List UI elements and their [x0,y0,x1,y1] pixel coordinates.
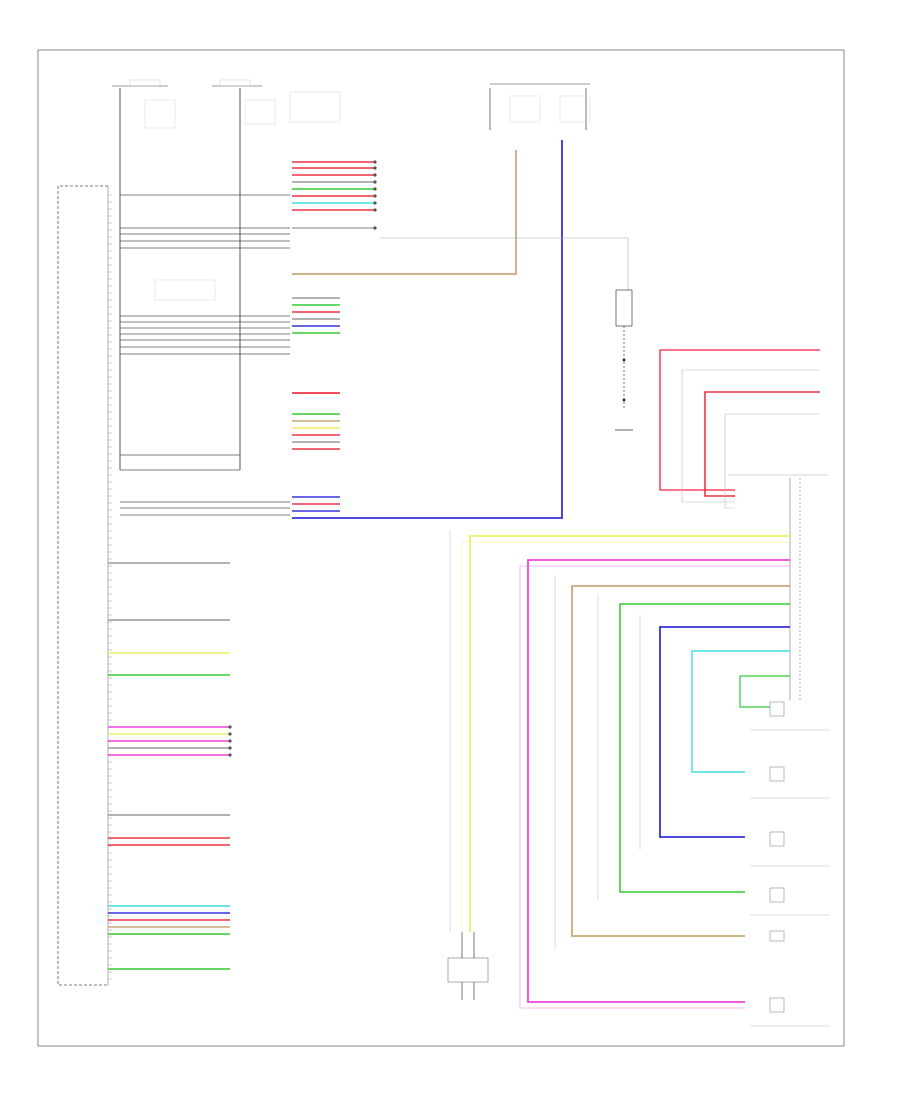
wire-arrow-end [373,201,377,205]
right-top-loops [659,349,820,509]
upper-left-wire-bundle [120,194,290,516]
wire-arrow-end [228,746,232,750]
wire-group-4 [292,496,340,512]
right-connector [728,474,828,700]
arrow-endpoints [228,160,377,757]
wire-arrow-end [373,208,377,212]
wire-arrow-end [228,725,232,729]
lower-left-wires [108,562,230,970]
diagram-frame [37,49,845,1047]
switch-wire [380,237,633,431]
wire-arrow-end [373,226,377,230]
right-small-connectors [750,701,830,1027]
wire-arrow-end [228,732,232,736]
right-long-wires [449,530,790,1009]
wire-arrow-end [228,739,232,743]
blue-wire [292,140,563,519]
wire-arrow-end [373,180,377,184]
wire-group-3 [292,392,340,450]
left-main-connector [57,185,112,986]
wire-arrow-end [373,166,377,170]
wire-group-2 [292,297,340,334]
top-left-fuse-feeds [112,79,341,470]
wire-arrow-end [373,187,377,191]
bottom-switch [447,932,489,1000]
wire-arrow-end [373,160,377,164]
top-right-fuse-feeds [489,83,591,130]
wire-group-1 [292,161,375,229]
wire-arrow-end [228,753,232,757]
wire-arrow-end [373,173,377,177]
tan-wire [292,150,517,275]
wire-arrow-end [373,194,377,198]
